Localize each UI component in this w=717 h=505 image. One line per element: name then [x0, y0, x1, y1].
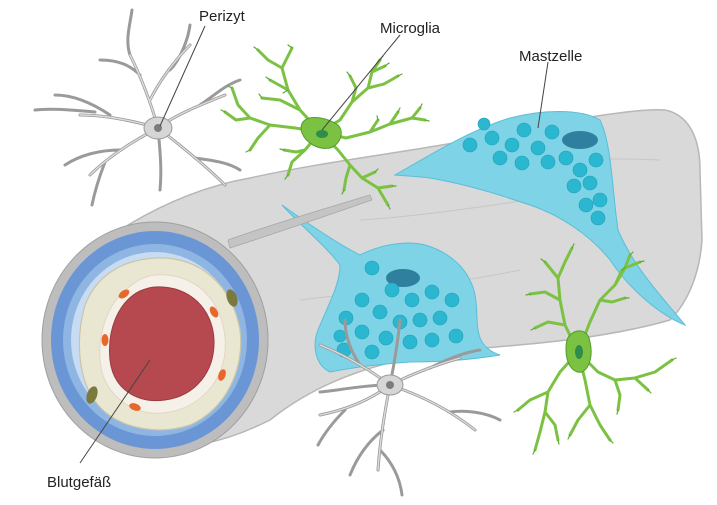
- lumen: [110, 287, 215, 401]
- mast-cell-nucleus: [562, 131, 598, 149]
- label-blutgefaess: Blutgefäß: [47, 474, 111, 491]
- label-mastzelle: Mastzelle: [519, 48, 582, 65]
- label-microglia: Microglia: [380, 20, 441, 37]
- blood-vessel-cross-section: [42, 222, 268, 458]
- pericyte-top: [35, 10, 240, 205]
- endothelial-nucleus: [102, 334, 109, 346]
- perizyt-leader: [160, 26, 205, 126]
- label-perizyt: Perizyt: [199, 8, 246, 25]
